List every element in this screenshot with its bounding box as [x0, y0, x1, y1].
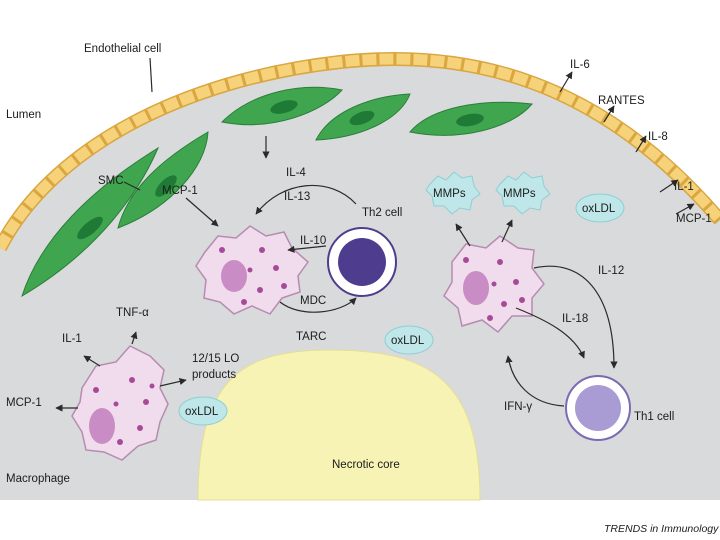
rantes-label: RANTES	[598, 95, 645, 107]
smc-cell	[117, 131, 209, 229]
il18-label: IL-18	[562, 313, 588, 325]
mcp1-right-label: MCP-1	[676, 213, 712, 225]
th1-cell	[565, 375, 631, 441]
macrophage-label: Macrophage	[6, 473, 70, 485]
smc-nucleus	[270, 100, 298, 114]
necrotic-core-label: Necrotic core	[332, 459, 400, 471]
oxldl-left-label: oxLDL	[185, 406, 219, 418]
mmps-1-shape	[425, 171, 481, 215]
smc-nucleus	[77, 216, 103, 240]
il10-label: IL-10	[300, 235, 326, 247]
smc-label: SMC	[98, 175, 124, 187]
th2-cell-label: Th2 cell	[362, 207, 402, 219]
mmps-1-label: MMPs	[433, 188, 466, 200]
lo-products-label-line2: products	[192, 369, 236, 381]
tnf-alpha-label: TNF-α	[116, 307, 149, 319]
smc-nucleus	[456, 113, 484, 127]
smc-nucleus	[155, 175, 177, 197]
endothelial-cells	[0, 53, 720, 251]
macrophage-nucleus	[221, 260, 247, 292]
macrophage-right	[443, 235, 545, 334]
mcp1-left-label: MCP-1	[6, 397, 42, 409]
mcp1-top-label: MCP-1	[162, 185, 198, 197]
oxldl-center-label: oxLDL	[391, 335, 425, 347]
il4-label: IL-4	[286, 167, 306, 179]
endothelial-cell-pointer	[149, 57, 153, 93]
macrophage-nucleus	[463, 271, 489, 305]
il8-label: IL-8	[648, 131, 668, 143]
oxldl-right-label: oxLDL	[582, 203, 616, 215]
smc-nucleus	[349, 110, 375, 126]
tarc-label: TARC	[296, 331, 326, 343]
ifn-gamma-label: IFN-γ	[504, 401, 532, 413]
macrophage-center	[195, 225, 310, 315]
lumen-label: Lumen	[6, 109, 41, 121]
mdc-label: MDC	[300, 295, 326, 307]
oxldl-left-shape	[178, 396, 228, 426]
th1-cell-label: Th1 cell	[634, 411, 674, 423]
th1-nucleus	[575, 385, 621, 431]
credit-label: TRENDS in Immunology	[604, 523, 719, 535]
smooth-muscle-cells	[21, 86, 533, 298]
mmps-2-label: MMPs	[503, 188, 536, 200]
th2-cell	[327, 227, 397, 297]
il1-left-label: IL-1	[62, 333, 82, 345]
il13-label: IL-13	[284, 191, 310, 203]
il12-label: IL-12	[598, 265, 624, 277]
il1-right-label: IL-1	[674, 181, 694, 193]
lo-products-label-line1: 12/15 LO	[192, 353, 239, 365]
smc-pointer	[123, 181, 141, 191]
il6-top-label: IL-6	[570, 59, 590, 71]
macrophage-nucleus	[89, 408, 115, 444]
oxldl-right-shape	[575, 193, 625, 223]
mmps-2-shape	[495, 171, 551, 215]
arrows	[55, 71, 695, 412]
th2-nucleus	[338, 238, 386, 286]
endothelial-cell-label: Endothelial cell	[84, 43, 161, 55]
macrophage-bottom-left	[71, 345, 169, 461]
oxldl-center-shape	[384, 325, 434, 355]
